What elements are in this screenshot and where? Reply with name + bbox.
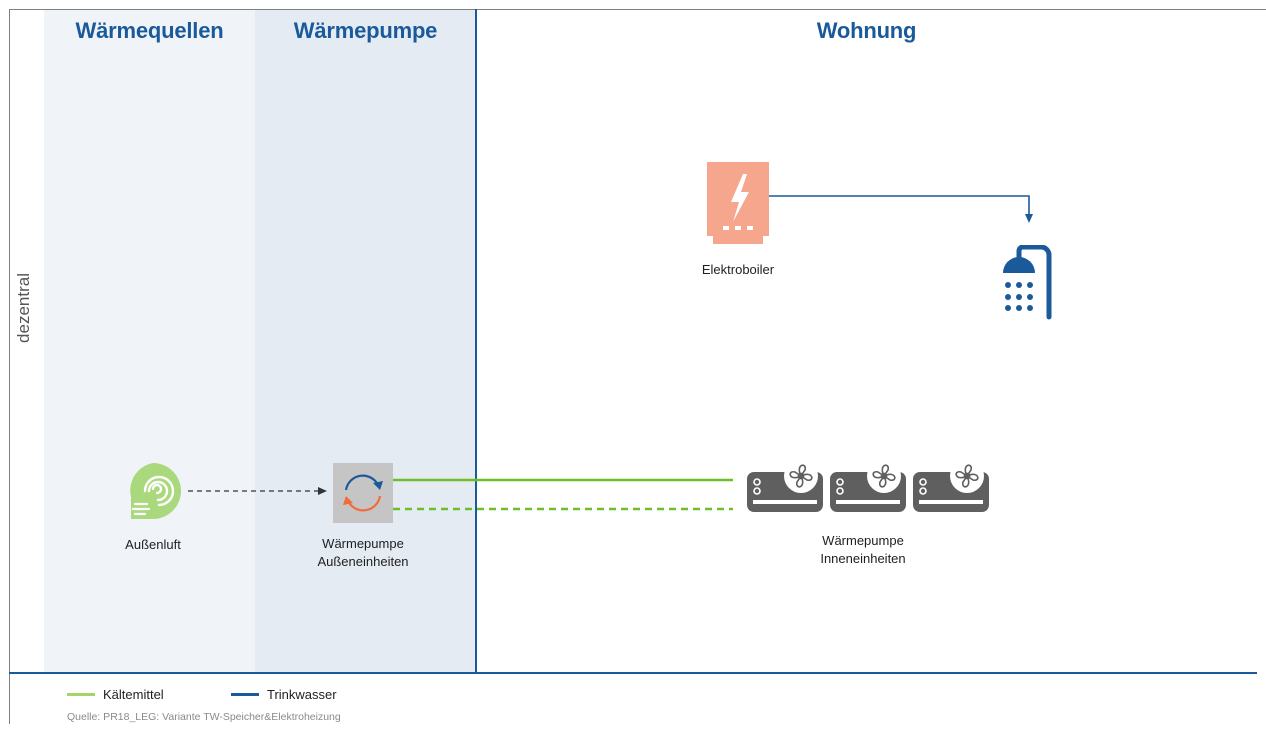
outer-border-left (9, 9, 10, 724)
bottom-divider (9, 672, 1257, 674)
indoor-unit-fan-icon (747, 459, 823, 512)
electric-boiler-icon (707, 162, 769, 244)
outer-border-top (9, 9, 1266, 10)
air-to-heat-pump-arrowhead (318, 487, 327, 495)
legend-item-refrigerant: Kältemittel (67, 685, 164, 703)
outdoor-unit-label-line-2: Außeneinheiten (317, 554, 409, 569)
drinking-water-line (769, 195, 1030, 215)
indoor-unit-fan-icon (913, 459, 989, 512)
indoor-unit-fan-icon (830, 459, 906, 512)
legend-swatch-drinking-water (231, 692, 259, 696)
air-icon (130, 463, 181, 519)
legend-swatch-refrigerant (67, 692, 95, 696)
outdoor-unit-label-line-1: Wärmepumpe (322, 536, 404, 551)
indoor-units-label: Wärmepumpe Inneneinheiten (793, 532, 933, 568)
column-divider (475, 9, 477, 673)
source-note: Quelle: PR18_LEG: Variante TW-Speicher&E… (67, 711, 341, 723)
legend-item-drinking-water: Trinkwasser (231, 685, 337, 703)
indoor-units-label-line-2: Inneneinheiten (820, 551, 906, 566)
outdoor-unit-label: Wärmepumpe Außeneinheiten (293, 535, 433, 571)
electric-boiler-label: Elektroboiler (701, 262, 775, 277)
column-heading-heat-sources: Wärmequellen (75, 18, 224, 43)
heat-pump-panel (255, 9, 476, 673)
column-heading-heat-pump: Wärmepumpe (293, 18, 438, 43)
heat-sources-panel (44, 9, 255, 673)
heat-pump-cycle-icon (333, 463, 393, 523)
shower-icon (1003, 245, 1052, 320)
outside-air-label: Außenluft (125, 537, 181, 552)
indoor-units-label-line-1: Wärmepumpe (822, 533, 904, 548)
column-heading-apartment: Wohnung (816, 18, 917, 43)
legend-label-refrigerant: Kältemittel (103, 686, 164, 702)
legend-label-drinking-water: Trinkwasser (267, 686, 337, 702)
drinking-water-arrowhead (1025, 214, 1033, 223)
